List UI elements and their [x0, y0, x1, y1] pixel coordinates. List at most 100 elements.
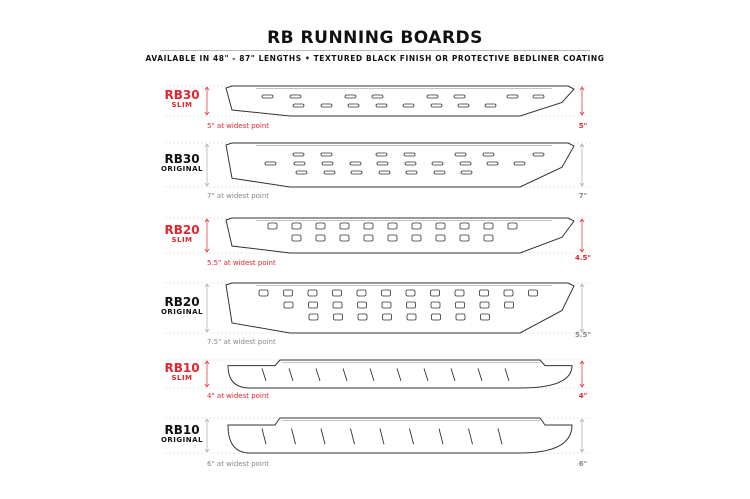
arrow-head-icon [204, 218, 210, 223]
tread-slot [431, 161, 444, 166]
tread-slot [323, 170, 336, 175]
tread-slot [430, 301, 441, 309]
tread-slot [460, 170, 473, 175]
tread-slot [455, 313, 466, 321]
widest-point-caption: 4" at widest point [207, 392, 270, 400]
tread-slot [339, 222, 350, 230]
board-model: RB30 [164, 152, 200, 166]
running-board-rb10-slim [227, 359, 573, 389]
arrow-head-icon [204, 328, 210, 333]
tread-cleat [291, 428, 296, 445]
arrow-head-icon [579, 418, 585, 423]
tread-slot [528, 289, 538, 297]
tread-slot [411, 234, 422, 242]
end-height-label: 4.5" [574, 254, 592, 262]
end-height-label: 5.5" [574, 331, 592, 339]
arrow-head-icon [579, 248, 585, 253]
tread-slot [435, 222, 446, 230]
tread-slot [363, 222, 374, 230]
tread-slot [357, 301, 367, 309]
tread-slot [321, 161, 334, 166]
board-model: RB30 [164, 88, 200, 102]
tread-cleat [504, 368, 510, 382]
tread-slot [405, 289, 416, 297]
arrow-head-icon [579, 383, 585, 388]
tread-slot [378, 170, 391, 175]
widest-point-caption: 5" at widest point [207, 122, 270, 130]
tread-slot [484, 103, 497, 108]
arrow-head-icon [204, 143, 210, 148]
running-board-rb20-original [225, 282, 575, 334]
arrow-head-icon [579, 360, 585, 365]
title-divider [160, 50, 590, 51]
tread-slot [347, 103, 360, 108]
arrow-head-icon [204, 283, 210, 288]
tread-slot [289, 94, 302, 99]
widest-point-caption: 6" at widest point [207, 460, 270, 468]
tread-slot [532, 152, 545, 157]
tread-slot [264, 161, 277, 166]
tread-slot [435, 234, 446, 242]
arrow-head-icon [579, 218, 585, 223]
tread-cleat [409, 428, 414, 445]
running-board-rb20-slim [225, 217, 575, 254]
tread-slot [483, 234, 494, 242]
tread-slot [406, 301, 416, 309]
page-title: RB RUNNING BOARDS [267, 28, 483, 48]
board-type: SLIM [171, 235, 193, 244]
tread-slot [371, 94, 384, 99]
tread-slot [513, 161, 526, 166]
arrow-head-icon [579, 86, 585, 91]
tread-slot [433, 170, 446, 175]
tread-cleat [477, 368, 483, 382]
board-type: ORIGINAL [160, 308, 204, 317]
tread-slot [402, 103, 415, 108]
tread-slot [454, 152, 467, 157]
tread-slot [261, 94, 274, 99]
end-height-label: 5" [578, 122, 588, 130]
tread-slot [411, 222, 422, 230]
tread-slot [381, 301, 392, 309]
tread-slot [291, 234, 302, 242]
running-board-rb30-slim [225, 85, 575, 117]
tread-cleat [315, 368, 321, 382]
tread-cleat [342, 368, 348, 382]
tread-slot [454, 289, 465, 297]
tread-slot [404, 161, 417, 166]
tread-slot [292, 152, 305, 157]
board-type: ORIGINAL [160, 435, 204, 444]
tread-cleat [497, 428, 503, 445]
tread-cleat [438, 428, 444, 445]
tread-slot [479, 301, 490, 309]
arrow-head-icon [579, 182, 585, 187]
arrow-head-icon [204, 418, 210, 423]
tread-slot [486, 161, 499, 166]
tread-slot [459, 161, 472, 166]
end-height-label: 7" [578, 192, 588, 200]
widest-point-caption: 7.5" at widest point [207, 338, 276, 346]
tread-slot [430, 289, 440, 297]
end-height-label: 6" [578, 460, 588, 468]
board-type: SLIM [171, 101, 193, 110]
tread-slot [455, 301, 465, 309]
tread-slot [403, 152, 416, 157]
tread-slot [291, 222, 302, 230]
tread-cleat [320, 428, 326, 445]
tread-slot [283, 289, 293, 297]
tread-slot [387, 234, 398, 242]
tread-slot [350, 170, 363, 175]
tread-slot [332, 289, 342, 297]
tread-slot [426, 94, 439, 99]
tread-cleat [369, 368, 375, 382]
tread-slot [344, 94, 357, 99]
tread-slot [375, 103, 388, 108]
arrow-head-icon [579, 111, 585, 116]
tread-slot [431, 313, 441, 321]
tread-slot [258, 289, 269, 297]
arrow-head-icon [204, 360, 210, 365]
tread-slot [381, 289, 391, 297]
